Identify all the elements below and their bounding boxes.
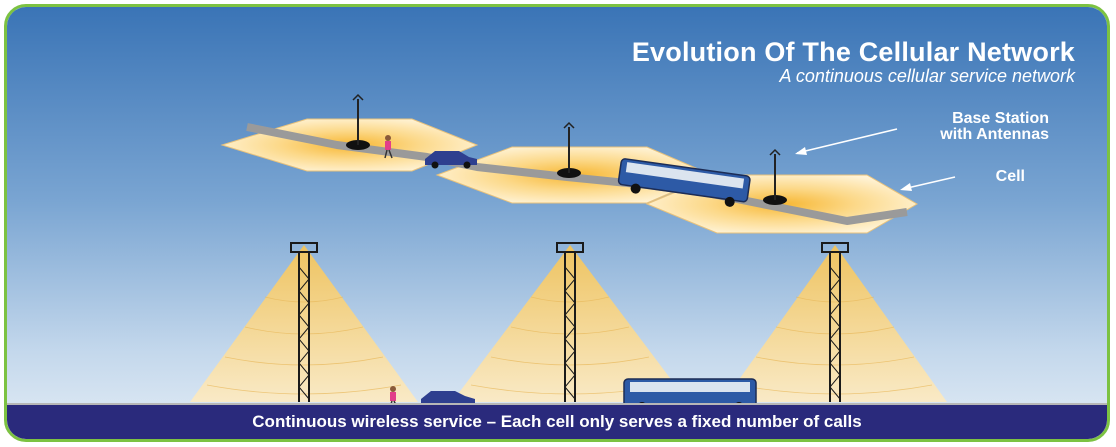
diagram-subtitle: A continuous cellular service network bbox=[779, 66, 1075, 86]
base-station-label-line2: with Antennas bbox=[940, 126, 1049, 143]
road bbox=[246, 123, 908, 225]
bus-icon bbox=[617, 158, 751, 207]
diagram-title: Evolution Of The Cellular Network bbox=[631, 37, 1075, 67]
base-station-label: Base Station with Antennas bbox=[940, 111, 1049, 143]
arrow-icon bbox=[795, 128, 956, 191]
diagram-frame: Evolution Of The Cellular Network A cont… bbox=[4, 4, 1110, 442]
antenna-tower-icon bbox=[290, 242, 849, 402]
upper-base-station-2 bbox=[557, 121, 581, 178]
pedestrian-icon bbox=[384, 135, 393, 159]
cellular-network-scene bbox=[7, 7, 1107, 439]
base-station-label-line1: Base Station bbox=[952, 110, 1049, 127]
upper-base-station-3 bbox=[763, 148, 787, 205]
coverage-beams bbox=[190, 245, 947, 402]
car-icon bbox=[425, 151, 477, 169]
caption-bar: Continuous wireless service – Each cell … bbox=[7, 405, 1107, 439]
upper-base-station-1 bbox=[346, 93, 370, 150]
cell-label: Cell bbox=[995, 168, 1025, 185]
